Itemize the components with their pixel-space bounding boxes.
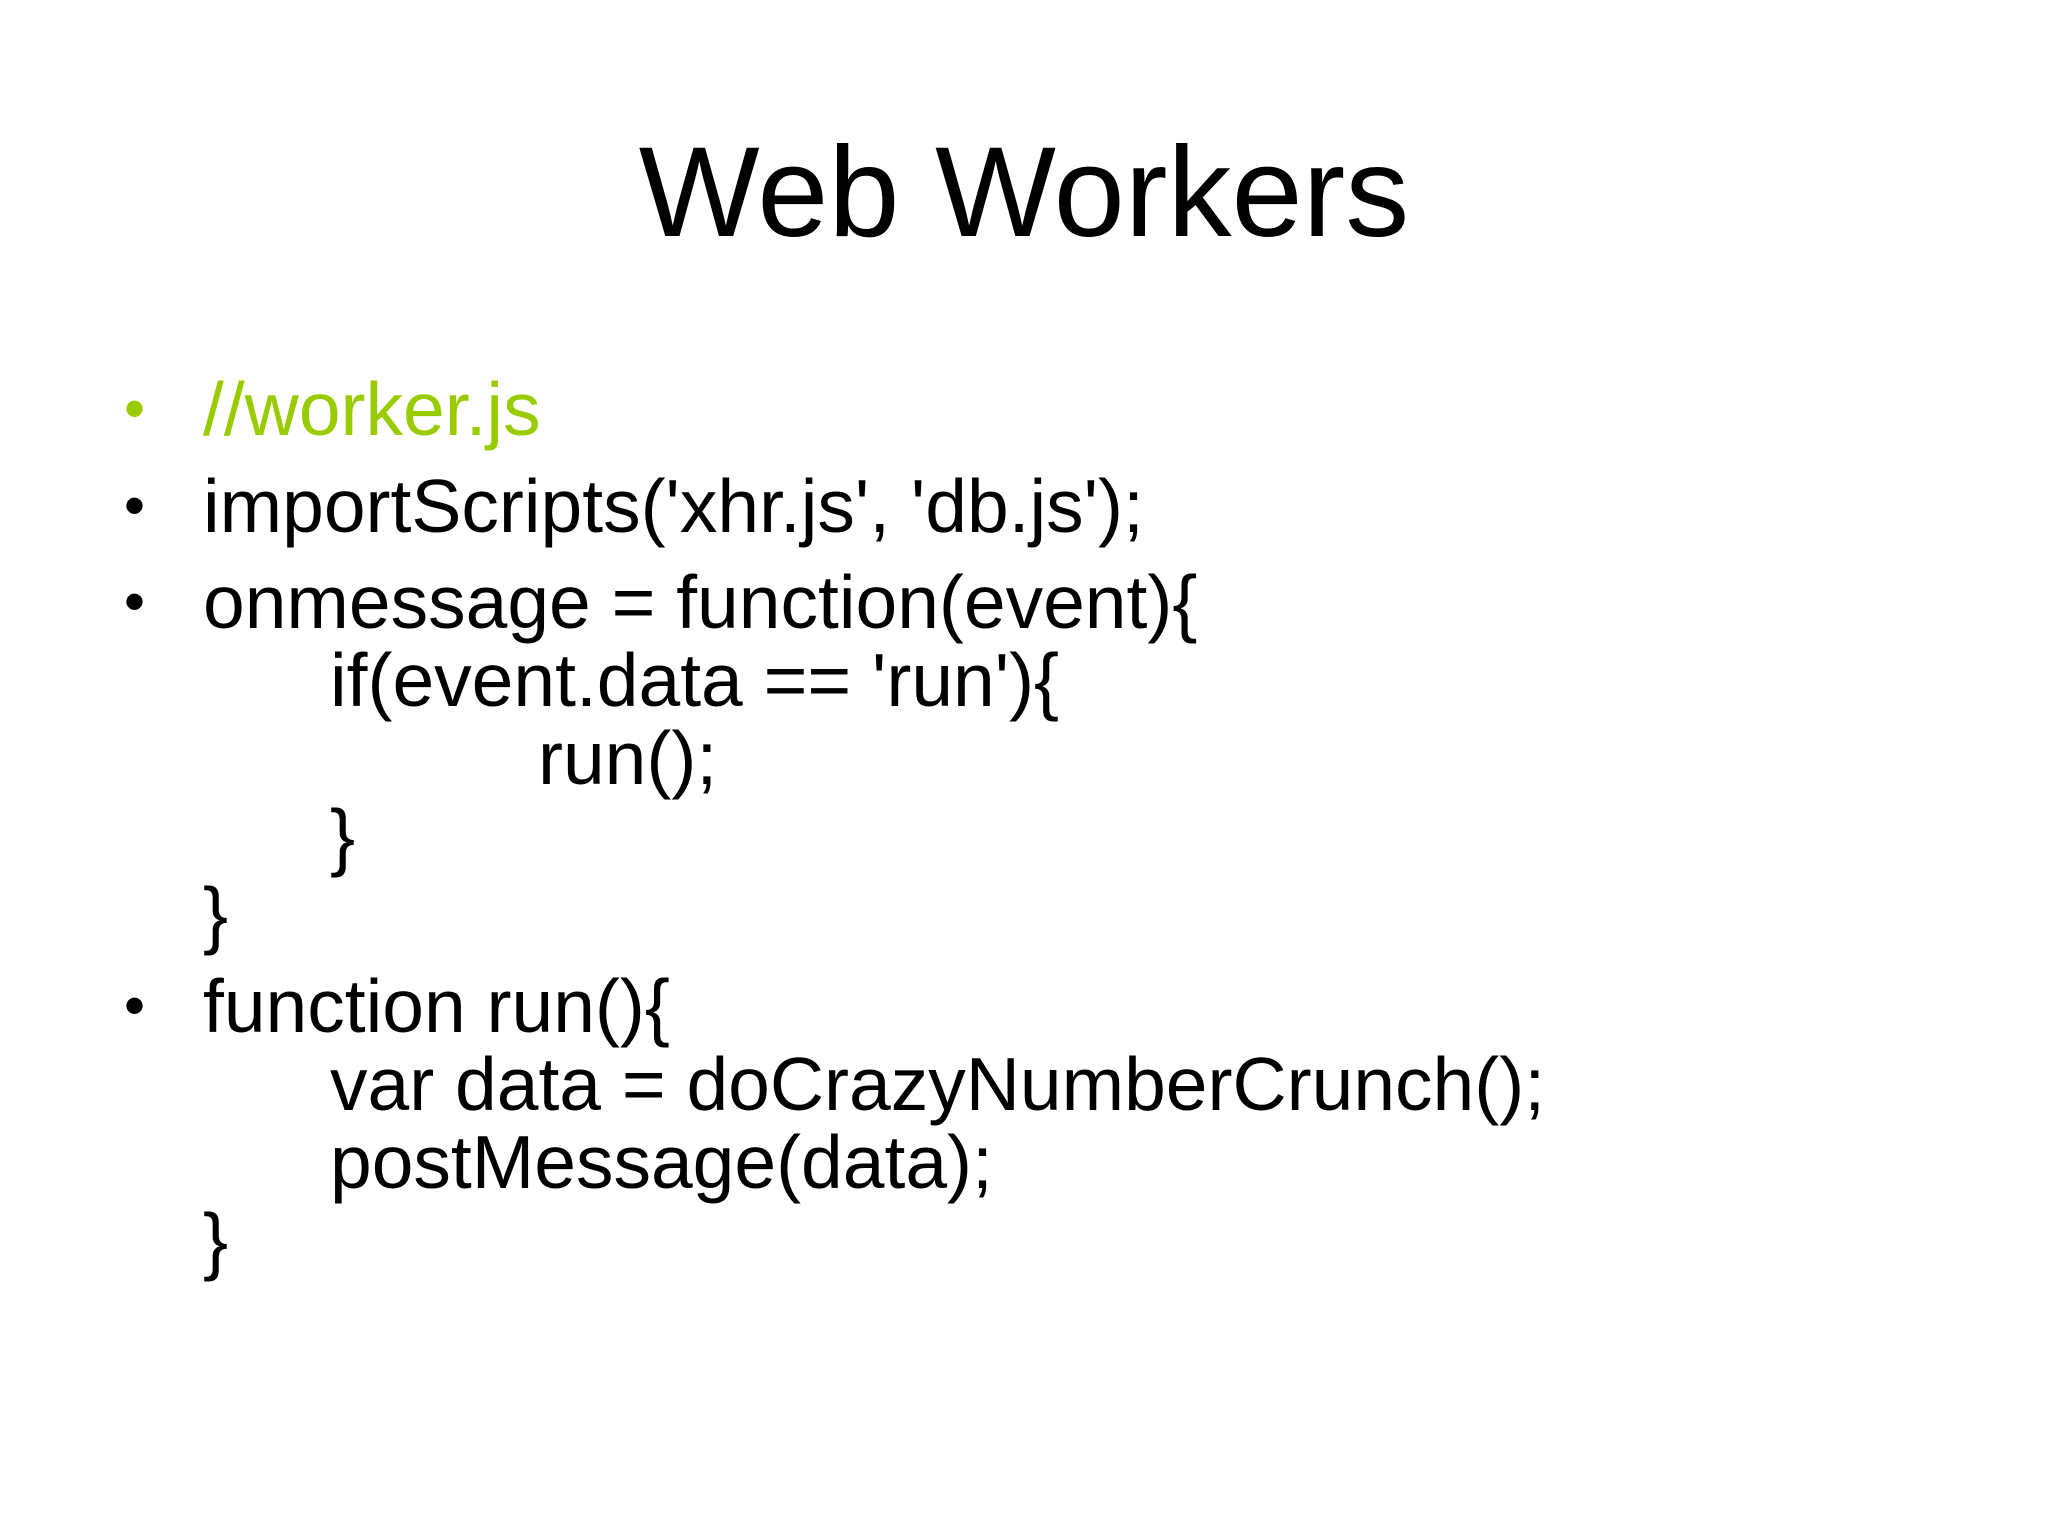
- code-line: //worker.js: [203, 367, 541, 451]
- code-line: var data = doCrazyNumberCrunch();: [330, 1042, 1546, 1126]
- code-line: }: [330, 794, 356, 878]
- code-line: importScripts('xhr.js', 'db.js');: [203, 464, 1144, 548]
- slide-title: Web Workers: [638, 121, 1410, 264]
- bullet-code-block: importScripts('xhr.js', 'db.js');: [203, 467, 1144, 545]
- code-line: if(event.data == 'run'){: [330, 638, 1060, 722]
- bullet-code-block: onmessage = function(event){ if(event.da…: [203, 563, 1197, 953]
- bullet-dot-icon: •: [124, 375, 146, 442]
- code-line: run();: [538, 716, 718, 800]
- bullet-code-block: function run(){ var data = doCrazyNumber…: [203, 967, 1545, 1279]
- code-line: function run(){: [203, 964, 670, 1048]
- bullet-dot-icon: •: [124, 568, 146, 635]
- code-line: }: [203, 872, 229, 956]
- bullet-dot-icon: •: [124, 472, 146, 539]
- code-line: }: [203, 1198, 229, 1282]
- bullet-code-block: //worker.js: [203, 370, 541, 448]
- code-line: postMessage(data);: [330, 1120, 993, 1204]
- bullet-dot-icon: •: [124, 972, 146, 1039]
- code-line: onmessage = function(event){: [203, 560, 1198, 644]
